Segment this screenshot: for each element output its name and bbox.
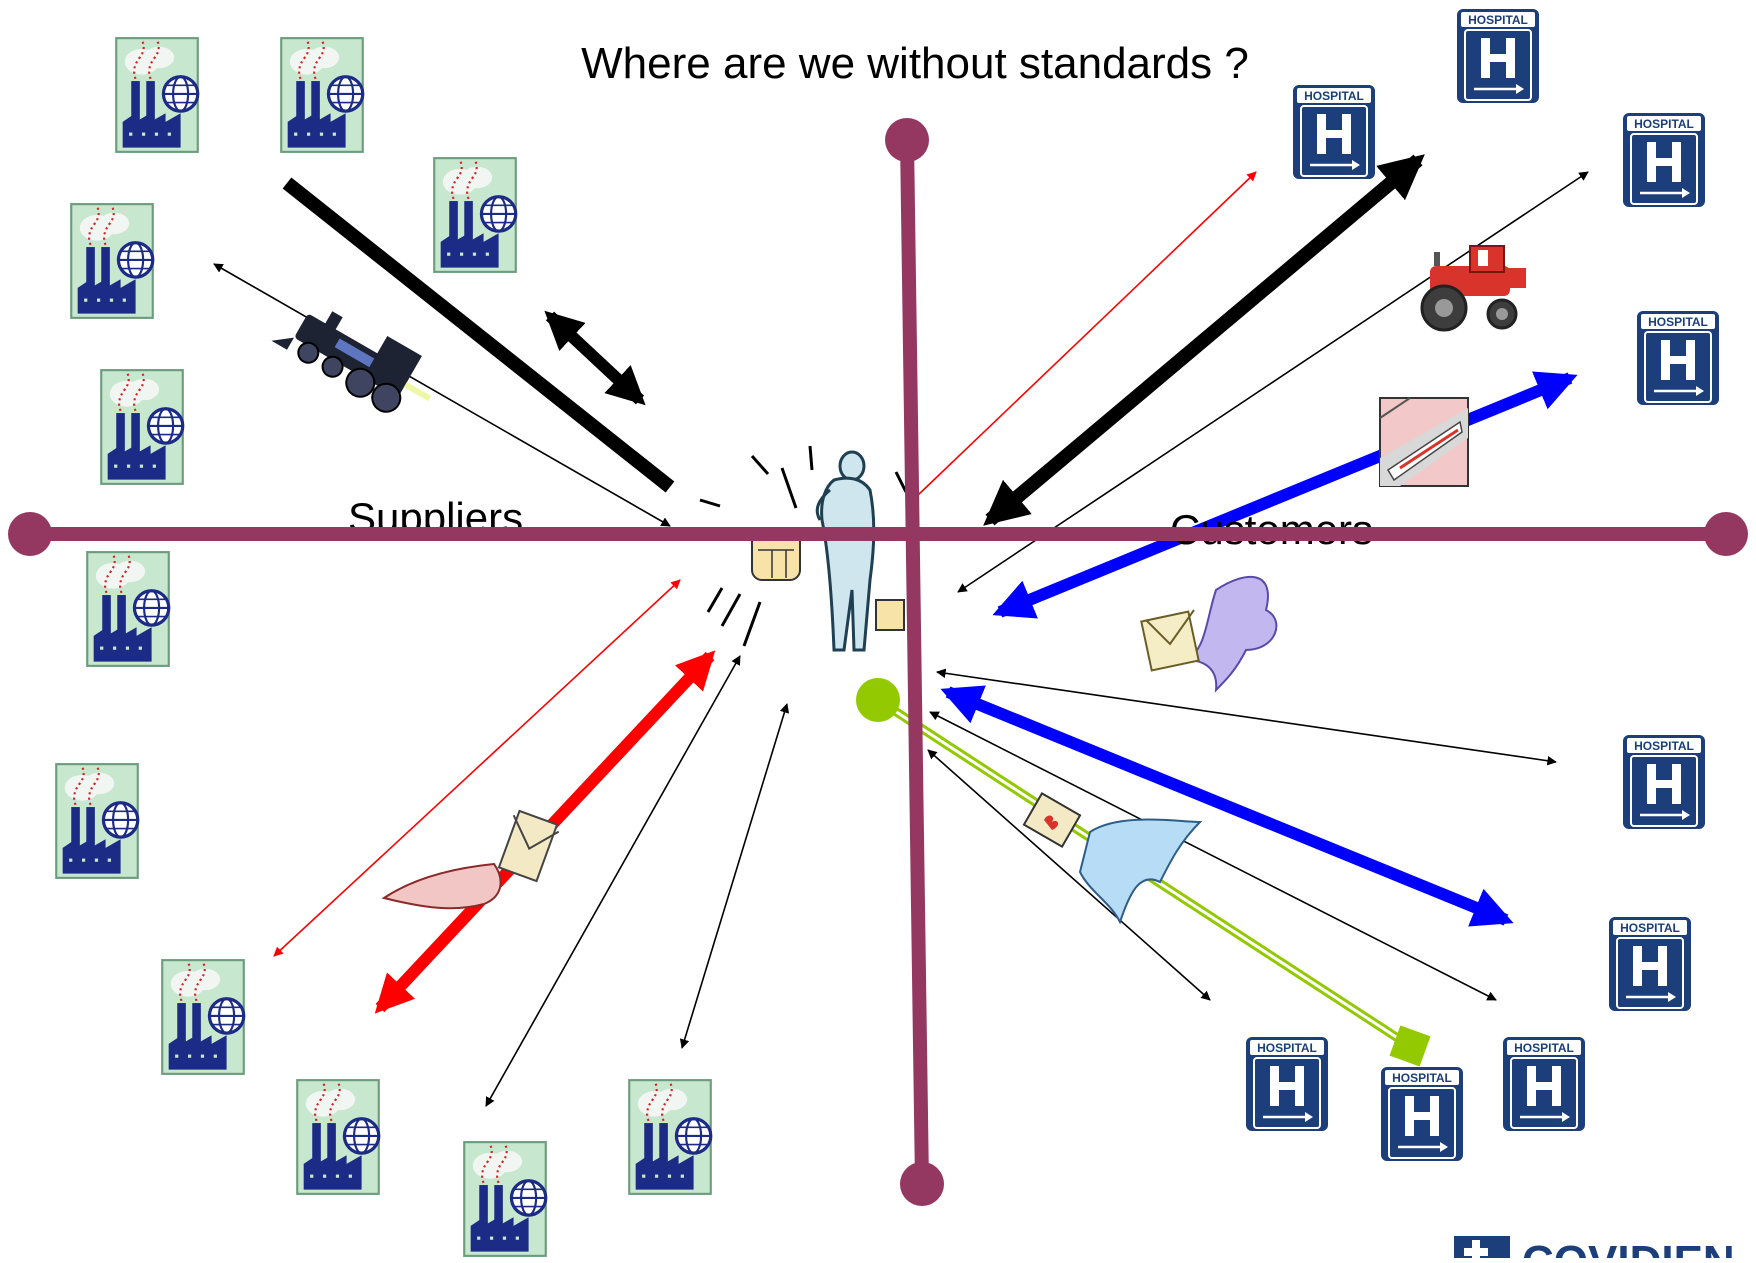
carrier-bird-envelope-icon <box>1022 792 1203 925</box>
hospital-sign-icon: HOSPITAL <box>1245 1036 1329 1132</box>
flow-arrow <box>929 711 1497 1001</box>
flow-arrow <box>282 177 675 493</box>
green-endpoint-square <box>1389 1025 1431 1067</box>
motion-lines <box>699 445 908 647</box>
carrier-bird-envelope-icon <box>1140 576 1278 693</box>
flow-arrow <box>213 263 671 527</box>
logo-text: COVIDIEN <box>1522 1237 1735 1258</box>
axis-endpoint <box>900 1162 944 1206</box>
vertical-axis <box>900 139 929 1185</box>
axis-endpoint <box>8 512 52 556</box>
businessman-phone-icon <box>815 450 905 652</box>
flow-arrow <box>679 703 790 1049</box>
carrier-bird-envelope-icon <box>381 809 560 910</box>
svg-text:HOSPITAL: HOSPITAL <box>1634 739 1694 753</box>
hospital-sign-icon: HOSPITAL <box>1456 8 1540 104</box>
hospital-sign-icon: HOSPITAL <box>1380 1066 1464 1162</box>
factory-globe-icon <box>627 1078 713 1196</box>
hospital-sign-icon: HOSPITAL <box>1608 916 1692 1012</box>
factory-globe-icon <box>160 958 246 1076</box>
flow-arrow <box>927 749 1211 1001</box>
hospital-sign-icon: HOSPITAL <box>1502 1036 1586 1132</box>
flow-arrow <box>544 310 646 406</box>
supplier-flows <box>213 177 790 1107</box>
high-speed-train-icon <box>1379 397 1469 487</box>
svg-text:HOSPITAL: HOSPITAL <box>1648 315 1708 329</box>
hospital-sign-icon: HOSPITAL <box>1622 112 1706 208</box>
factory-globe-icon <box>69 202 155 320</box>
factory-globe-icon <box>462 1140 548 1258</box>
factory-globe-icon <box>114 36 200 154</box>
svg-text:HOSPITAL: HOSPITAL <box>1257 1041 1317 1055</box>
central-hub <box>699 445 908 652</box>
hospital-sign-icon: HOSPITAL <box>1622 734 1706 830</box>
slide-title: Where are we without standards ? <box>581 39 1249 88</box>
factory-globe-icon <box>85 550 171 668</box>
hospital-sign-icon: HOSPITAL <box>1636 310 1720 406</box>
covidien-logo: COVIDIEN <box>1454 1236 1735 1263</box>
tractor-icon <box>1420 245 1526 332</box>
flow-arrow <box>936 668 1557 766</box>
factory-globe-icon <box>54 762 140 880</box>
hospital-sign-icon: HOSPITAL <box>1292 84 1376 180</box>
steam-locomotive-icon <box>271 311 432 413</box>
flow-arrow <box>940 685 1514 927</box>
factory-globe-icon <box>432 156 518 274</box>
svg-text:HOSPITAL: HOSPITAL <box>1468 13 1528 27</box>
svg-text:HOSPITAL: HOSPITAL <box>1634 117 1694 131</box>
svg-text:HOSPITAL: HOSPITAL <box>1392 1071 1452 1085</box>
factory-globe-icon <box>295 1078 381 1196</box>
svg-text:HOSPITAL: HOSPITAL <box>1304 89 1364 103</box>
svg-text:HOSPITAL: HOSPITAL <box>1514 1041 1574 1055</box>
factory-globe-icon <box>279 36 365 154</box>
supplier-factories <box>54 36 713 1258</box>
factory-globe-icon <box>99 368 185 486</box>
svg-text:HOSPITAL: HOSPITAL <box>1620 921 1680 935</box>
flow-arrow <box>992 371 1578 619</box>
customer-hospitals: HOSPITAL HOSPITAL HOSPITAL HOSPITAL HOSP… <box>1245 8 1720 1162</box>
axis-endpoint <box>885 118 929 162</box>
green-endpoint-dot <box>856 678 900 722</box>
axis-endpoint <box>1704 512 1748 556</box>
quadrant-axes <box>8 118 1748 1206</box>
